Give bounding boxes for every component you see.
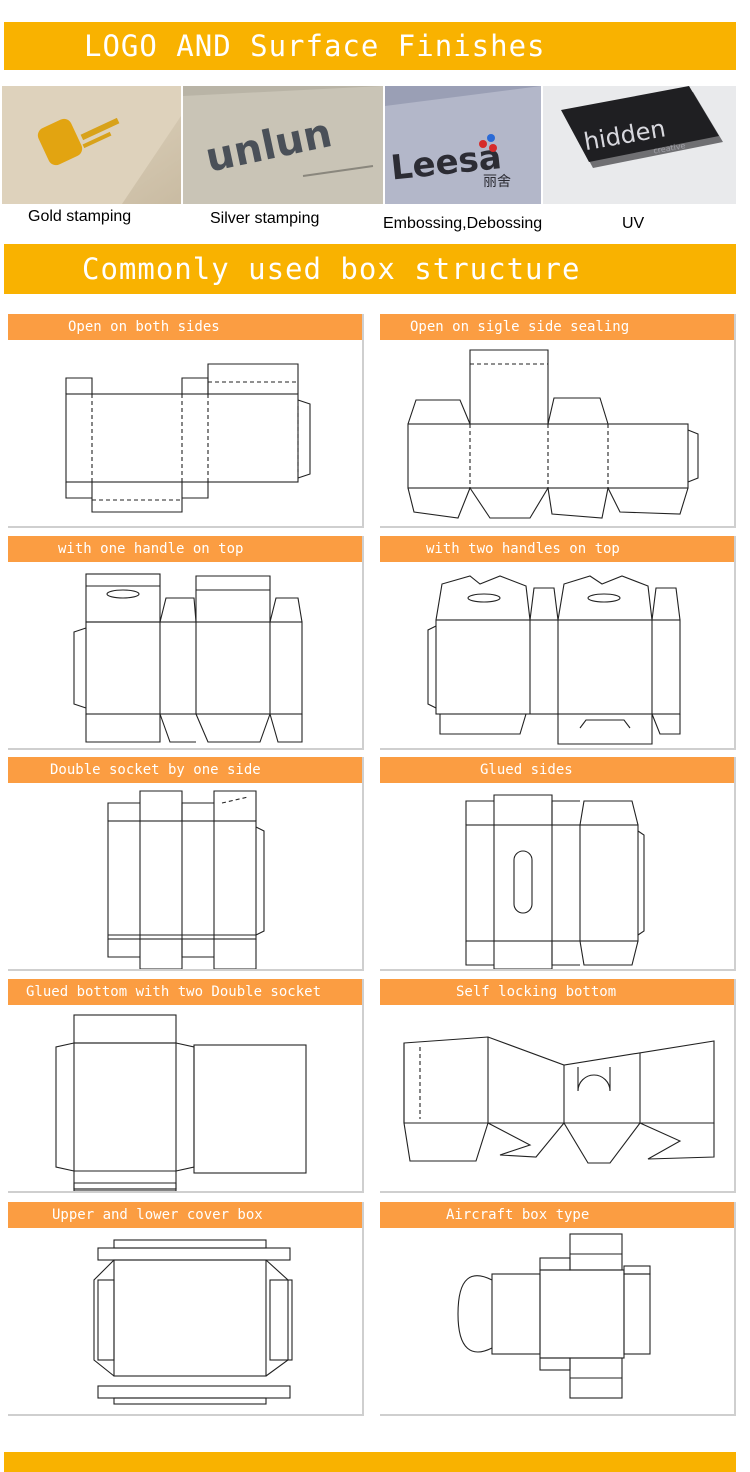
- dieline-open-both-sides: [65, 363, 311, 513]
- structure-banner-title: Commonly used box structure: [82, 252, 581, 286]
- box-title: Aircraft box type: [380, 1202, 734, 1228]
- dieline-two-handles: [427, 575, 681, 745]
- box-panel-self-locking: Self locking bottom: [380, 979, 736, 1193]
- gold-stamping-photo: [2, 86, 181, 204]
- box-panel-two-handles: with two handles on top: [380, 536, 736, 750]
- embossing-photo: Leesa 丽舍: [385, 86, 541, 204]
- structure-banner: Commonly used box structure: [4, 244, 736, 294]
- box-panel-glued-sides: Glued sides: [380, 757, 736, 971]
- bottom-banner: [4, 1452, 736, 1472]
- box-panel-glued-bottom: Glued bottom with two Double socket: [8, 979, 364, 1193]
- dieline-aircraft: [457, 1233, 651, 1399]
- caption-uv: UV: [622, 215, 645, 232]
- box-title: Double socket by one side: [8, 757, 362, 783]
- finishes-banner-title: LOGO AND Surface Finishes: [84, 29, 546, 63]
- dieline-double-socket: [107, 790, 265, 969]
- box-panel-upper-lower-cover: Upper and lower cover box: [8, 1202, 364, 1416]
- finishes-banner: LOGO AND Surface Finishes: [4, 22, 736, 70]
- embossed-logo-cjk: 丽舍: [483, 174, 511, 190]
- box-title: Glued sides: [380, 757, 734, 783]
- dieline-glued-bottom: [55, 1014, 307, 1191]
- dieline-upper-lower-cover: [93, 1239, 293, 1405]
- uv-photo: hidden creative: [543, 86, 736, 204]
- dieline-one-handle: [73, 573, 303, 743]
- caption-silver-stamping: Silver stamping: [210, 210, 320, 227]
- box-panel-double-socket: Double socket by one side: [8, 757, 364, 971]
- box-panel-open-both-sides: Open on both sides: [8, 314, 364, 528]
- box-panel-single-side-sealing: Open on sigle side sealing: [380, 314, 736, 528]
- box-title: Open on sigle side sealing: [380, 314, 734, 340]
- box-panel-one-handle: with one handle on top: [8, 536, 364, 750]
- box-title: with one handle on top: [8, 536, 362, 562]
- box-title: Self locking bottom: [380, 979, 734, 1005]
- box-title: Upper and lower cover box: [8, 1202, 362, 1228]
- box-title: Glued bottom with two Double socket: [8, 979, 362, 1005]
- dieline-glued-sides: [465, 794, 645, 969]
- silver-stamping-photo: unlun: [183, 86, 383, 204]
- box-title: Open on both sides: [8, 314, 362, 340]
- box-panel-aircraft: Aircraft box type: [380, 1202, 736, 1416]
- dieline-single-side-sealing: [407, 349, 699, 519]
- dieline-self-locking: [403, 1036, 715, 1164]
- caption-embossing: Embossing,Debossing: [383, 215, 543, 232]
- box-title: with two handles on top: [380, 536, 734, 562]
- caption-gold-stamping: Gold stamping: [28, 208, 132, 225]
